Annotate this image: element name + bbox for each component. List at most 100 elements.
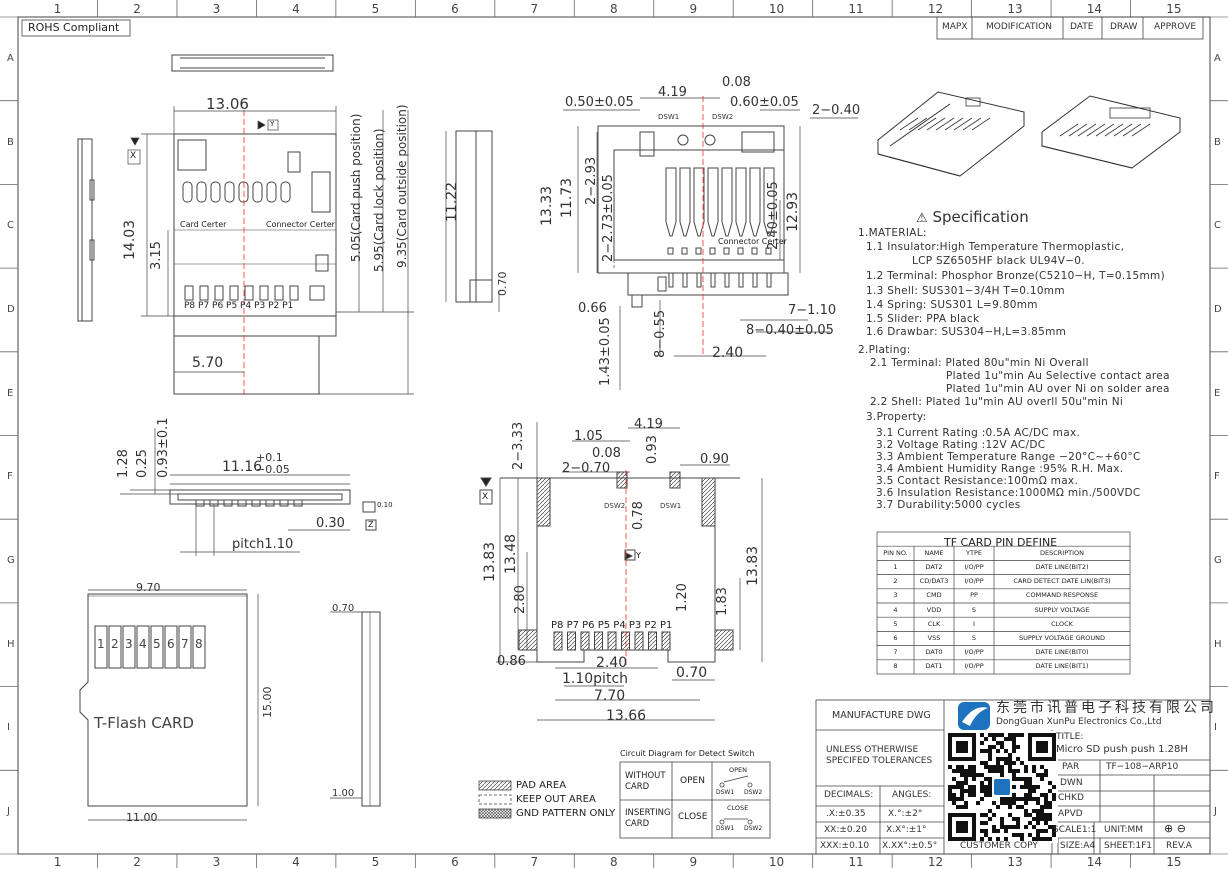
grid-col-bottom: 14 [1086, 855, 1103, 869]
grid-col-bottom: 12 [927, 855, 944, 869]
tb-scale: SCALE1:1 [1053, 825, 1097, 835]
fp-2070-dim: 2−0.70 [562, 461, 611, 476]
rev-header-date: DATE [1070, 22, 1094, 32]
rev-header-mapx: MAPX [942, 22, 968, 32]
spec-line: 3.2 Voltage Rating :12V AC/DC [876, 439, 1046, 451]
grid-col-top: 11 [848, 2, 864, 16]
fp-090-dim: 0.90 [700, 452, 729, 467]
grid-col-top: 9 [689, 2, 698, 16]
fp-419-dim: 4.19 [634, 417, 663, 432]
grid-row-right: F [1214, 471, 1220, 483]
card-pin-number: 3 [125, 637, 133, 651]
grid-row-right: E [1214, 387, 1221, 399]
card-center-label: Card Certer [180, 220, 227, 229]
grid-row-left: E [7, 387, 14, 399]
bot-240b-dim: 2.40 [712, 345, 744, 361]
grid-col-bottom: 7 [530, 855, 539, 869]
spec-line: Plated 1u"min Au Selective contact area [946, 370, 1170, 382]
fp-dsw2-label: DSW2 [604, 502, 626, 510]
pin-table-header: DESCRIPTION [1040, 548, 1084, 557]
tb-copy: CUSTOMER COPY [960, 841, 1038, 851]
pin-table-cell: 2 [893, 577, 898, 586]
pin-table-cell: PP [970, 591, 978, 600]
side-1122-dim: 11.22 [444, 181, 460, 222]
grid-col-top: 10 [768, 2, 785, 16]
spec-line: 1.1 Insulator:High Temperature Thermopla… [866, 241, 1125, 253]
front-tol-plus: +0.1 [256, 451, 283, 464]
front-tol-minus: −0.05 [256, 463, 290, 476]
bot-143-dim: 1.43±0.05 [598, 317, 613, 386]
pin-table-cell: CLK [927, 619, 941, 628]
grid-row-right: G [1214, 555, 1222, 567]
side-070-dim: 0.70 [496, 271, 509, 297]
fp-093-dim: 0.93 [645, 435, 660, 464]
card-bottom-dim: 11.00 [126, 811, 158, 824]
card-pin-number: 5 [153, 637, 161, 651]
pin-table-cell: SUPPLY VOLTAGE [1034, 605, 1090, 614]
circuit-dsw2-a: DSW2 [744, 789, 763, 796]
tb-sheet: SHEET:1F1 [1104, 841, 1153, 851]
spec-line: 1.3 Shell: SUS301−3/4H T=0.10mm [866, 285, 1065, 297]
bot-1293-dim: 12.93 [785, 191, 801, 232]
pin-table-cell: S [971, 633, 977, 642]
spec-line: 3.1 Current Rating :0.5A AC/DC max. [876, 427, 1081, 439]
fp-333-dim: 2−3.33 [511, 421, 526, 470]
grid-col-top: 1 [53, 2, 62, 16]
top-width-dim: 13.06 [206, 95, 249, 113]
grid-col-bottom: 6 [451, 855, 459, 869]
grid-col-top: 3 [212, 2, 221, 16]
fp-105-dim: 1.05 [574, 429, 603, 444]
circuit-without-card: WITHOUT CARD [625, 771, 666, 792]
front-025-dim: 0.25 [135, 449, 150, 478]
grid-col-bottom: 1 [53, 855, 62, 869]
grid-row-left: J [7, 806, 10, 818]
spec-line: 1.5 Slider: PPA black [866, 313, 980, 325]
card-pin-number: 6 [167, 637, 175, 651]
card-pin-number: 7 [181, 637, 189, 651]
fp-120-dim: 1.20 [675, 583, 690, 612]
grid-row-left: A [7, 52, 14, 64]
spec-line: 1.MATERIAL: [858, 227, 927, 239]
fp-070-dim: 0.70 [676, 665, 708, 681]
rev-header-draw: DRAW [1110, 22, 1138, 32]
grid-col-top: 6 [451, 2, 459, 16]
pin-table-cell: I/O/PP [964, 562, 984, 571]
pin-table-cell: 6 [893, 633, 898, 642]
pin-table-cell: 4 [893, 605, 898, 614]
pin-table-cell: VDD [926, 605, 942, 614]
bot-2040-dim: 2−0.40 [812, 103, 861, 118]
bot-050-dim: 0.50±0.05 [565, 95, 634, 110]
front-z-ref: Z [368, 520, 374, 529]
legend-keepout: KEEP OUT AREA [516, 794, 596, 805]
pin-table-cell: CLOCK [1051, 619, 1073, 628]
front-flatness: 0.10 [377, 501, 393, 509]
top-x-ref: X [130, 151, 137, 161]
pin-table-cell: I/O/PP [964, 648, 984, 657]
spec-line: 1.6 Drawbar: SUS304−H,L=3.85mm [866, 326, 1067, 338]
rev-header-approve: APPROVE [1154, 22, 1197, 32]
pin-table-cell: DATE LINE(BIT1) [1035, 662, 1089, 671]
circuit-title: Circuit Diagram for Detect Switch [620, 749, 755, 758]
fp-008-dim: 0.08 [592, 446, 621, 461]
bot-8040-dim: 8−0.40±0.05 [746, 323, 834, 338]
spec-line: 3.3 Ambient Temperature Range −20°C~+60°… [876, 451, 1141, 463]
tb-par-label: PAR [1062, 762, 1080, 772]
grid-row-left: F [7, 471, 13, 483]
tb-company-en: DongGuan XunPu Electronics Co.,Ltd [996, 717, 1162, 727]
fp-1366-dim: 13.66 [606, 708, 647, 724]
grid-col-bottom: 13 [1007, 855, 1023, 869]
grid-col-top: 5 [371, 2, 380, 16]
grid-col-bottom: 2 [133, 855, 141, 869]
front-pitch-dim: pitch1.10 [232, 537, 294, 552]
pin-table-cell: VSS [927, 633, 941, 642]
fp-pitch-dim: 1.10pitch [562, 671, 629, 687]
bot-066-dim: 0.66 [578, 301, 607, 316]
spec-line: 3.5 Contact Resistance:100mΩ max. [876, 475, 1079, 487]
top-height-dim: 14.03 [122, 219, 138, 260]
pin-table-cell: DATE LINE(BIT0) [1035, 648, 1089, 657]
tb-chkd: CHKD [1058, 793, 1084, 803]
spec-line: 1.4 Spring: SUS301 L=9.80mm [866, 299, 1038, 311]
legend-gnd: GND PATTERN ONLY [516, 808, 616, 819]
tb-manufacture: MANUFACTURE DWG [832, 710, 931, 721]
grid-col-top: 14 [1086, 2, 1103, 16]
